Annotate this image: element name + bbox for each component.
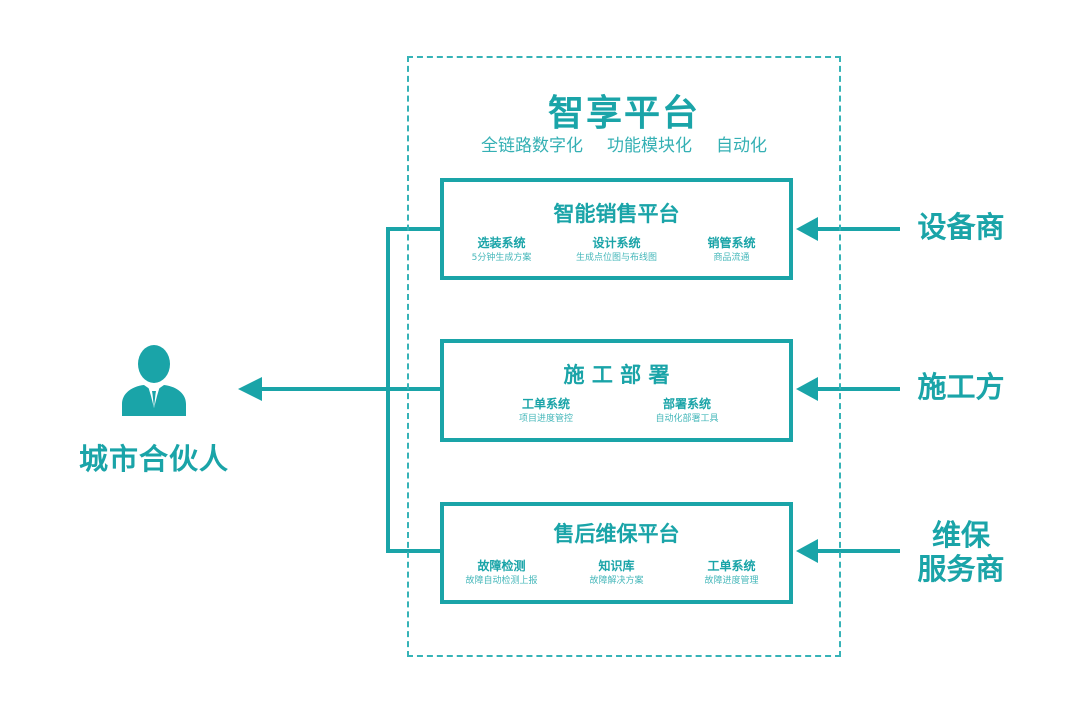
system-item: 销管系统 商品流通 [679,235,784,265]
subtitle-item: 全链路数字化 [481,136,583,156]
module-title: 智能销售平台 [553,202,680,226]
constructor-label: 施工方 [917,370,1005,404]
module-title: 施 工 部 署 [563,363,670,387]
subtitle-item: 自动化 [716,136,767,156]
system-desc: 生成点位图与布线图 [575,253,657,263]
person-icon [122,345,186,416]
system-desc: 故障解决方案 [589,576,644,586]
system-item: 设计系统 生成点位图与布线图 [564,235,669,265]
platform-frame [407,56,841,657]
system-desc: 商品流通 [713,253,750,263]
system-item: 知识库 故障解决方案 [564,558,669,588]
arrowhead-city-partner [238,377,262,401]
system-name: 故障检测 [477,559,526,573]
platform-title: 智享平台 [547,93,700,134]
module-after-sales-platform: 售后维保平台 故障检测 故障自动检测上报 知识库 故障解决方案 工单系统 故障进… [440,502,793,604]
subtitle-item: 功能模块化 [607,136,692,156]
system-desc: 项目进度管控 [518,414,573,424]
system-name: 工单系统 [521,397,570,411]
equipment-vendor-label: 设备商 [917,210,1005,244]
system-desc: 故障进度管理 [704,576,759,586]
system-name: 部署系统 [662,397,711,411]
module-systems: 故障检测 故障自动检测上报 知识库 故障解决方案 工单系统 故障进度管理 [444,558,789,588]
system-name: 销管系统 [707,236,756,250]
system-desc: 5分钟生成方案 [471,253,532,263]
city-partner-label: 城市合伙人 [78,442,229,476]
module-construction-deployment: 施 工 部 署 工单系统 项目进度管控 部署系统 自动化部署工具 [440,339,793,442]
maintenance-provider-line1: 维保 [931,518,990,552]
system-name: 选装系统 [477,236,526,250]
system-item: 部署系统 自动化部署工具 [635,396,740,426]
arrowhead-constructor [796,377,818,401]
module-title: 售后维保平台 [553,522,680,546]
module-systems: 工单系统 项目进度管控 部署系统 自动化部署工具 [444,396,789,426]
module-sales-platform: 智能销售平台 选装系统 5分钟生成方案 设计系统 生成点位图与布线图 销管系统 … [440,178,793,280]
arrowhead-maintenance-provider [796,539,818,563]
system-item: 故障检测 故障自动检测上报 [449,558,554,588]
system-item: 选装系统 5分钟生成方案 [449,235,554,265]
module-systems: 选装系统 5分钟生成方案 设计系统 生成点位图与布线图 销管系统 商品流通 [444,235,789,265]
system-name: 知识库 [598,559,635,573]
system-name: 工单系统 [707,559,756,573]
system-item: 工单系统 故障进度管理 [679,558,784,588]
system-desc: 故障自动检测上报 [465,576,538,586]
system-desc: 自动化部署工具 [655,414,719,424]
maintenance-provider-line2: 服务商 [917,552,1005,586]
platform-subtitle: 全链路数字化 功能模块化 自动化 [407,131,841,156]
system-item: 工单系统 项目进度管控 [494,396,599,426]
maintenance-provider-label: 维保 服务商 [906,518,1016,586]
arrowhead-equipment-vendor [796,217,818,241]
system-name: 设计系统 [592,236,641,250]
